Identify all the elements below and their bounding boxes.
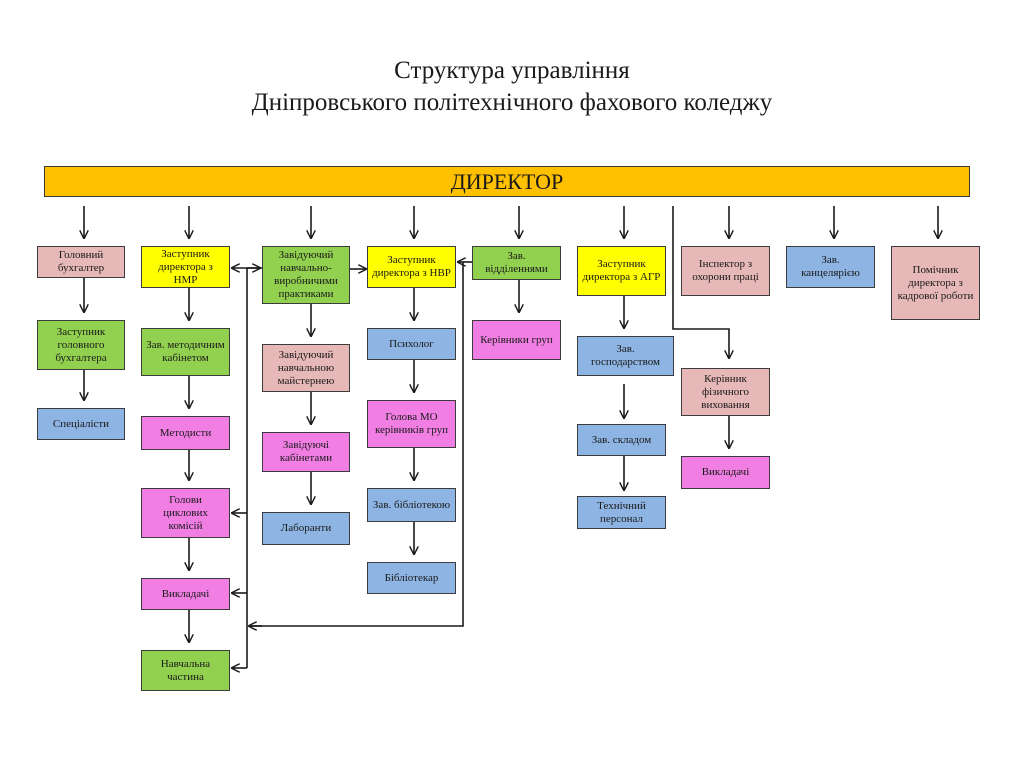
box-specialists: Спеціалісти [37, 408, 125, 440]
box-pe-teachers: Викладачі [681, 456, 770, 489]
box-practice-head: Завідуючий навчально-виробничими практик… [262, 246, 350, 304]
box-deputy-chief-accountant: Заступник головного бухгалтера [37, 320, 125, 370]
box-deputy-director-nvr: Заступник директора з НВР [367, 246, 456, 288]
box-household-head: Зав. господарством [577, 336, 674, 376]
chart-title-line-1: Структура управління [394, 57, 630, 84]
box-librarian: Бібліотекар [367, 562, 456, 594]
box-department-heads: Зав. відділеннями [472, 246, 561, 280]
box-group-leaders: Керівники груп [472, 320, 561, 360]
box-deputy-director-agr: Заступник директора з АГР [577, 246, 666, 296]
box-office-head: Зав. канцелярією [786, 246, 875, 288]
box-technical-staff: Технічний персонал [577, 496, 666, 529]
box-warehouse-head: Зав. складом [577, 424, 666, 456]
box-mo-head: Голова МО керівників груп [367, 400, 456, 448]
chart-title-line-2: Дніпровського політехнічного фахового ко… [251, 89, 773, 116]
box-nmr-teachers: Викладачі [141, 578, 230, 610]
box-deputy-director-nmr: Заступник директора з НМР [141, 246, 230, 288]
box-methodists: Методисти [141, 416, 230, 450]
box-hr-assistant: Помічник директора з кадрової роботи [891, 246, 980, 320]
box-workshop-head: Завідуючий навчальною майстернею [262, 344, 350, 392]
box-safety-inspector: Інспектор з охорони праці [681, 246, 770, 296]
director-box: ДИРЕКТОР [44, 166, 970, 197]
box-cycle-commission-heads: Голови циклових комісій [141, 488, 230, 538]
box-cabinet-heads: Завідуючі кабінетами [262, 432, 350, 472]
box-academic-unit: Навчальна частина [141, 650, 230, 691]
box-lab-assistants: Лаборанти [262, 512, 350, 545]
box-methodical-cabinet-head: Зав. методичним кабінетом [141, 328, 230, 376]
box-psychologist: Психолог [367, 328, 456, 360]
box-library-head: Зав. бібліотекою [367, 488, 456, 522]
box-chief-accountant: Головний бухгалтер [37, 246, 125, 278]
box-pe-head: Керівник фізичного виховання [681, 368, 770, 416]
